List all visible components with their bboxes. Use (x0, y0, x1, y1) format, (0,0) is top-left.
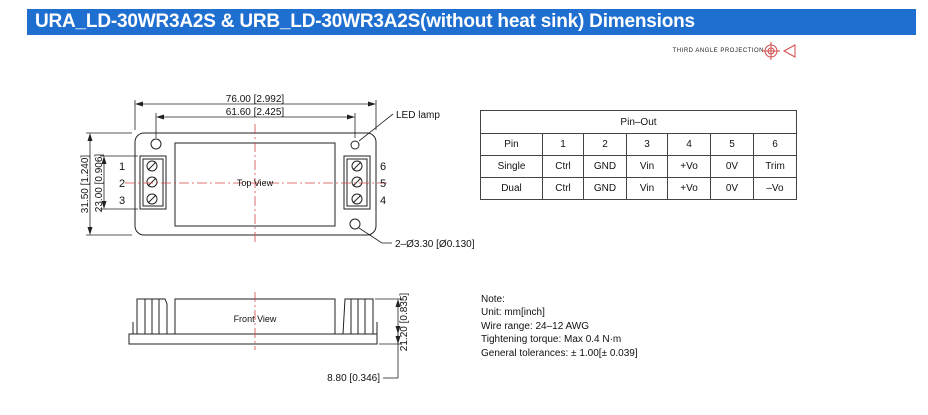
pin-label-4: 4 (380, 195, 386, 207)
dim-width-outer: 31.50 [1.240] (80, 155, 91, 214)
pinout-cell: Vin (626, 155, 668, 178)
pinout-cell: Single (480, 155, 543, 178)
pinout-cell: Dual (480, 177, 543, 200)
pinout-cell: GND (583, 155, 627, 178)
pinout-cell: Ctrl (542, 177, 584, 200)
pinout-cell: Ctrl (542, 155, 584, 178)
projection-symbol-icon (762, 42, 796, 60)
front-dimensions (375, 298, 402, 379)
pinout-header-cell: Pin (480, 133, 543, 156)
pinout-header-cell: 5 (710, 133, 754, 156)
note-line: Wire range: 24–12 AWG (481, 320, 590, 332)
pinout-header-cell: 4 (667, 133, 711, 156)
table-row: Dual Ctrl GND Vin +Vo 0V –Vo (480, 177, 797, 200)
note-line: Unit: mm[inch] (481, 307, 545, 319)
page-title: URA_LD-30WR3A2S & URB_LD-30WR3A2S(withou… (35, 11, 695, 32)
pinout-cell: –Vo (753, 177, 797, 200)
pinout-cell: Trim (753, 155, 797, 178)
dim-length-outer: 76.00 [2.992] (226, 94, 285, 105)
top-view-label: Top View (237, 178, 274, 188)
terminal-screws-icon (146, 160, 363, 205)
projection-label: THIRD ANGLE PROJECTION (672, 48, 764, 54)
pin-label-5: 5 (380, 178, 386, 190)
pinout-cell: 0V (710, 177, 754, 200)
hole-callout: 2–Ø3.30 [Ø0.130] (395, 239, 475, 250)
pinout-cell: Vin (626, 177, 668, 200)
pinout-header-row: Pin 1 2 3 4 5 6 (480, 133, 797, 156)
pinout-cell: GND (583, 177, 627, 200)
pinout-table: Pin–Out Pin 1 2 3 4 5 6 Single Ctrl GND … (480, 110, 797, 200)
title-bar: URA_LD-30WR3A2S & URB_LD-30WR3A2S(withou… (27, 9, 916, 35)
dim-length-holes: 61.60 [2.425] (226, 107, 285, 118)
pinout-cell: +Vo (667, 155, 711, 178)
pin-label-3: 3 (119, 195, 125, 207)
notes-block: Note: Unit: mm[inch] Wire range: 24–12 A… (481, 293, 638, 360)
pinout-header-cell: 3 (626, 133, 668, 156)
note-line: General tolerances: ± 1.00[± 0.039] (481, 347, 638, 359)
pin-label-2: 2 (119, 178, 125, 190)
pinout-header-cell: 2 (583, 133, 627, 156)
dim-base: 8.80 [0.346] (327, 373, 380, 384)
pinout-header-cell: 1 (542, 133, 584, 156)
dim-width-inner: 23.00 [0.906] (94, 154, 105, 213)
pinout-cell: +Vo (667, 177, 711, 200)
pin-label-1: 1 (119, 161, 125, 173)
pin-label-6: 6 (380, 161, 386, 173)
notes-heading: Note: (481, 294, 505, 305)
pinout-title-row: Pin–Out (480, 110, 797, 134)
top-dimensions (86, 100, 394, 244)
pinout-header-cell: 6 (753, 133, 797, 156)
pinout-title: Pin–Out (480, 110, 797, 134)
table-row: Single Ctrl GND Vin +Vo 0V Trim (480, 155, 797, 178)
pinout-cell: 0V (710, 155, 754, 178)
led-lamp-label: LED lamp (396, 110, 440, 121)
dim-height: 21.20 [0.835] (399, 293, 410, 352)
note-line: Tightening torque: Max 0.4 N·m (481, 334, 622, 346)
front-view-label: Front View (234, 314, 277, 324)
center-lines (125, 124, 388, 244)
